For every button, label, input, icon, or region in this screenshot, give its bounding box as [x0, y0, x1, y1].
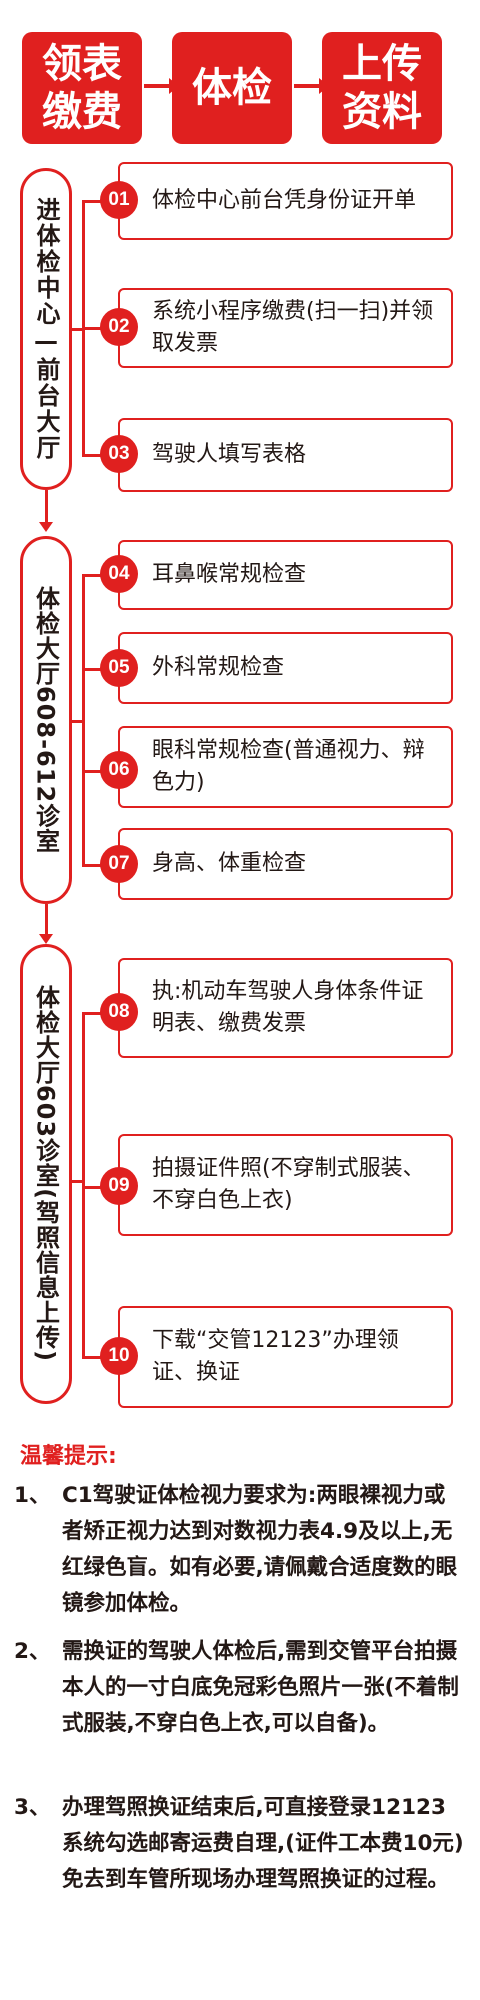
step-number-badge: 10: [100, 1337, 138, 1375]
step-box: 系统小程序缴费(扫一扫)并领取发票: [118, 288, 453, 368]
connector-horizontal: [72, 720, 84, 723]
tip-item: 3、 办理驾照换证结束后,可直接登录12123系统勾选邮寄运费自理,(证件工本费…: [14, 1795, 464, 1892]
flow-arrow-right: [144, 78, 179, 94]
step-box: 眼科常规检查(普通视力、辩色力): [118, 726, 453, 808]
step-box: 体检中心前台凭身份证开单: [118, 162, 453, 240]
connector-horizontal: [72, 328, 84, 331]
step-box: 身高、体重检查: [118, 828, 453, 900]
connector-horizontal: [72, 1180, 84, 1183]
step-box: 拍摄证件照(不穿制式服装、不穿白色上衣): [118, 1134, 453, 1236]
step-number-badge: 06: [100, 751, 138, 789]
tip-item: 2、 需换证的驾驶人体检后,需到交管平台拍摄本人的一寸白底免冠彩色照片一张(不着…: [14, 1639, 459, 1736]
section-hall-608-612: 体检大厅608-612诊室: [20, 536, 72, 904]
down-arrow: [39, 904, 53, 944]
step-box: 耳鼻喉常规检查: [118, 540, 453, 610]
flow-step-exam: 体检: [172, 32, 292, 144]
step-box: 外科常规检查: [118, 632, 453, 704]
section-front-desk: 进体检中心—前台大厅: [20, 168, 72, 490]
step-number-badge: 04: [100, 555, 138, 593]
tip-item: 1、 C1驾驶证体检视力要求为:两眼裸视力或者矫正视力达到对数视力表4.9及以上…: [14, 1483, 458, 1616]
connector-vertical: [82, 574, 85, 864]
flow-step-upload: 上传资料: [322, 32, 442, 144]
step-number-badge: 01: [100, 181, 138, 219]
flow-step-collect-pay: 领表缴费: [22, 32, 142, 144]
step-box: 驾驶人填写表格: [118, 418, 453, 492]
step-number-badge: 05: [100, 649, 138, 687]
section-hall-603: 体检大厅603诊室(驾照信息上传): [20, 944, 72, 1404]
tips-title: 温馨提示:: [20, 1444, 117, 1469]
step-number-badge: 09: [100, 1167, 138, 1205]
step-number-badge: 07: [100, 845, 138, 883]
step-box: 执:机动车驾驶人身体条件证明表、缴费发票: [118, 958, 453, 1058]
step-number-badge: 08: [100, 993, 138, 1031]
connector-vertical: [82, 1012, 85, 1356]
step-number-badge: 02: [100, 308, 138, 346]
down-arrow: [39, 490, 53, 532]
flow-arrow-right: [294, 78, 329, 94]
step-box: 下载“交管12123”办理领证、换证: [118, 1306, 453, 1408]
step-number-badge: 03: [100, 435, 138, 473]
